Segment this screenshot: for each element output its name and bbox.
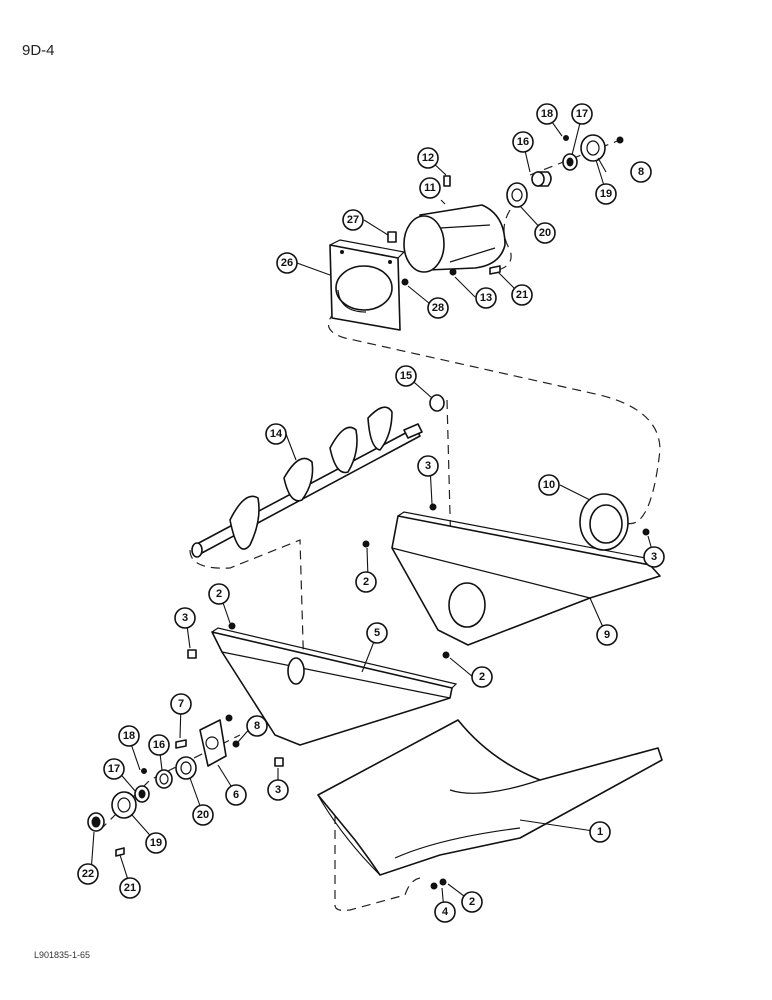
bottom-pan — [317, 719, 663, 876]
callout-5: 5 — [366, 622, 388, 644]
callout-14: 14 — [265, 423, 287, 445]
callout-label: 3 — [182, 612, 188, 624]
callout-8: 8 — [630, 161, 652, 183]
callout-18: 18 — [118, 725, 140, 747]
callout-label: 18 — [123, 730, 135, 742]
auger — [191, 406, 423, 558]
callout-label: 21 — [124, 882, 136, 894]
callout-label: 19 — [600, 188, 612, 200]
assembly-line — [334, 800, 421, 912]
callout-27: 27 — [342, 209, 364, 231]
callout-3: 3 — [174, 607, 196, 629]
callout-label: 27 — [347, 214, 359, 226]
callout-label: 16 — [517, 136, 529, 148]
callout-16: 16 — [148, 734, 170, 756]
callout-label: 8 — [638, 166, 644, 178]
callout-4: 4 — [434, 901, 456, 923]
callout-2: 2 — [461, 891, 483, 913]
callout-label: 21 — [516, 289, 528, 301]
callout-label: 9 — [604, 629, 610, 641]
callout-16: 16 — [512, 131, 534, 153]
bearing-plate — [199, 719, 227, 767]
callout-21: 21 — [511, 284, 533, 306]
callout-20: 20 — [534, 222, 556, 244]
callout-label: 18 — [541, 108, 553, 120]
callout-label: 2 — [363, 576, 369, 588]
callout-label: 10 — [543, 479, 555, 491]
callout-10: 10 — [538, 474, 560, 496]
callout-19: 19 — [145, 832, 167, 854]
callout-label: 4 — [442, 906, 449, 918]
callout-label: 19 — [150, 837, 162, 849]
upper-bearing-group — [506, 134, 624, 208]
callout-label: 14 — [270, 428, 283, 440]
callout-18: 18 — [536, 103, 558, 125]
callout-label: 3 — [651, 551, 657, 563]
callout-8: 8 — [246, 715, 268, 737]
callout-label: 2 — [216, 588, 222, 600]
callout-9: 9 — [596, 624, 618, 646]
callout-17: 17 — [571, 103, 593, 125]
callout-label: 16 — [153, 739, 165, 751]
callout-label: 8 — [254, 720, 260, 732]
callout-2: 2 — [208, 583, 230, 605]
callout-label: 22 — [82, 868, 94, 880]
left-trough — [211, 627, 458, 746]
callout-label: 2 — [479, 671, 485, 683]
callout-label: 5 — [374, 627, 380, 639]
callout-7: 7 — [170, 693, 192, 715]
lower-bearing-group — [87, 756, 197, 832]
callout-21: 21 — [119, 877, 141, 899]
callout-label: 26 — [281, 257, 293, 269]
callout-17: 17 — [103, 758, 125, 780]
auger-housing-flange — [329, 239, 406, 331]
figure-reference: L901835-1-65 — [34, 950, 91, 960]
washer — [429, 394, 445, 412]
callout-label: 11 — [424, 182, 436, 194]
callout-19: 19 — [595, 183, 617, 205]
auger-tube — [403, 204, 506, 273]
callout-15: 15 — [395, 365, 417, 387]
callout-22: 22 — [77, 863, 99, 885]
assembly-line — [327, 311, 661, 525]
callout-3: 3 — [267, 779, 289, 801]
ring-flange — [579, 493, 629, 551]
callout-3: 3 — [417, 455, 439, 477]
callout-28: 28 — [427, 297, 449, 319]
callout-12: 12 — [417, 147, 439, 169]
assembly-line — [189, 539, 306, 711]
callout-label: 1 — [597, 826, 603, 838]
callout-label: 13 — [480, 292, 492, 304]
callout-13: 13 — [475, 287, 497, 309]
callout-1: 1 — [589, 821, 611, 843]
hardware-bolts — [115, 175, 650, 890]
right-trough — [391, 511, 661, 646]
callout-label: 20 — [197, 809, 209, 821]
callout-2: 2 — [471, 666, 493, 688]
assembly-line — [497, 209, 512, 271]
page-number: 9D-4 — [22, 42, 55, 59]
callout-label: 6 — [233, 789, 239, 801]
callout-label: 3 — [425, 460, 431, 472]
callout-label: 17 — [576, 108, 588, 120]
callout-label: 7 — [178, 698, 184, 710]
callout-label: 3 — [275, 784, 281, 796]
callout-3: 3 — [643, 546, 665, 568]
callout-2: 2 — [355, 571, 377, 593]
callout-20: 20 — [192, 804, 214, 826]
callout-label: 15 — [400, 370, 412, 382]
callout-label: 17 — [108, 763, 120, 775]
callout-label: 2 — [469, 896, 475, 908]
callout-label: 28 — [432, 302, 444, 314]
callout-label: 12 — [422, 152, 434, 164]
callout-label: 20 — [539, 227, 551, 239]
callout-11: 11 — [419, 177, 441, 199]
callout-26: 26 — [276, 252, 298, 274]
callout-6: 6 — [225, 784, 247, 806]
